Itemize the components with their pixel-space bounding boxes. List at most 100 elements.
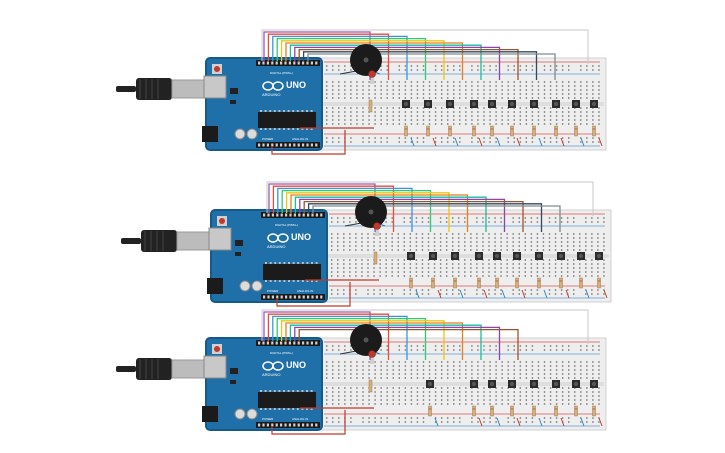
breadboard-hole [392,387,394,389]
breadboard-hole [374,81,376,83]
breadboard-hole [507,391,509,393]
breadboard-hole [458,221,460,223]
breadboard-hole [548,263,551,265]
breadboard-hole [536,289,539,291]
breadboard-hole [507,345,509,347]
breadboard-hole [338,107,340,109]
push-button-cap [558,253,564,259]
breadboard-hole [507,365,509,367]
breadboard-hole [530,289,533,291]
header-pin [275,423,278,427]
breadboard-hole [410,365,413,367]
breadboard-hole [507,403,509,405]
breadboard-hole [598,115,600,117]
breadboard-hole [477,369,479,371]
breadboard-hole [580,141,582,143]
resistor [532,125,536,137]
breadboard-hole [338,141,340,143]
breadboard-hole [597,217,599,219]
chip-pin [264,110,267,112]
breadboard-hole [422,93,425,95]
breadboard-hole [561,137,564,139]
push-button-cap [494,253,500,259]
breadboard-hole [332,403,334,405]
breadboard-hole [453,417,455,419]
breadboard-hole [592,115,594,117]
breadboard-hole [543,387,546,389]
breadboard-hole [519,373,521,375]
header-pin [262,423,265,427]
resistor [554,405,558,417]
breadboard-hole [524,249,526,251]
breadboard-hole [397,241,399,243]
breadboard-hole [483,421,485,423]
breadboard-hole [537,373,540,375]
breadboard-hole [494,293,496,295]
breadboard-hole [542,237,545,239]
breadboard-hole [344,369,346,371]
breadboard-hole [422,349,425,351]
breadboard-hole [374,399,376,401]
breadboard-hole [585,263,587,265]
breadboard-hole [488,241,490,243]
breadboard-hole [512,293,514,295]
breadboard-hole [574,81,576,83]
breadboard-hole [598,89,600,91]
breadboard-hole [434,365,437,367]
header-pin [302,61,305,65]
breadboard-hole [326,81,328,83]
breadboard-hole [506,241,508,243]
breadboard-hole [513,89,515,91]
breadboard-hole [525,395,528,397]
breadboard-hole [483,65,485,67]
breadboard-hole [355,271,357,273]
breadboard-hole [331,263,333,265]
breadboard-hole [592,81,594,83]
breadboard-hole [519,345,521,347]
breadboard-hole [603,293,605,295]
breadboard-hole [337,221,339,223]
power-analog-header [256,142,320,148]
breadboard-hole [392,93,394,95]
breadboard-hole [453,141,455,143]
breadboard-hole [326,107,328,109]
breadboard-hole [536,241,539,243]
breadboard-hole [543,141,546,143]
chip-pin [283,128,285,130]
breadboard-hole [561,111,564,113]
breadboard-hole [592,69,594,71]
breadboard-hole [332,387,334,389]
breadboard-hole [434,395,437,397]
breadboard-hole [392,403,394,405]
breadboard-hole [326,373,328,375]
header-pin [271,61,274,65]
breadboard-hole [428,373,431,375]
push-button-cap [427,381,433,387]
breadboard-hole [471,395,473,397]
breadboard-hole [488,275,490,277]
breadboard-hole [337,245,339,247]
breadboard-hole [495,387,497,389]
breadboard-hole [586,391,588,393]
breadboard-hole [471,399,473,401]
breadboard-hole [427,275,430,277]
breadboard-hole [548,217,551,219]
chip-pin [269,408,272,410]
breadboard-hole [501,97,503,99]
breadboard-hole [362,89,364,91]
rail-wire [501,289,506,299]
breadboard-hole [495,115,497,117]
breadboard-hole [447,115,449,117]
breadboard-hole [355,217,357,219]
breadboard-hole [344,387,346,389]
breadboard-hole [380,349,382,351]
breadboard-hole [380,399,382,401]
breadboard-hole [447,349,449,351]
breadboard-hole [459,97,461,99]
power-label: POWER [262,417,274,421]
breadboard-hole [537,391,540,393]
breadboard-hole [574,391,576,393]
breadboard-hole [356,395,358,397]
breadboard-hole [356,115,358,117]
breadboard-hole [404,119,407,121]
